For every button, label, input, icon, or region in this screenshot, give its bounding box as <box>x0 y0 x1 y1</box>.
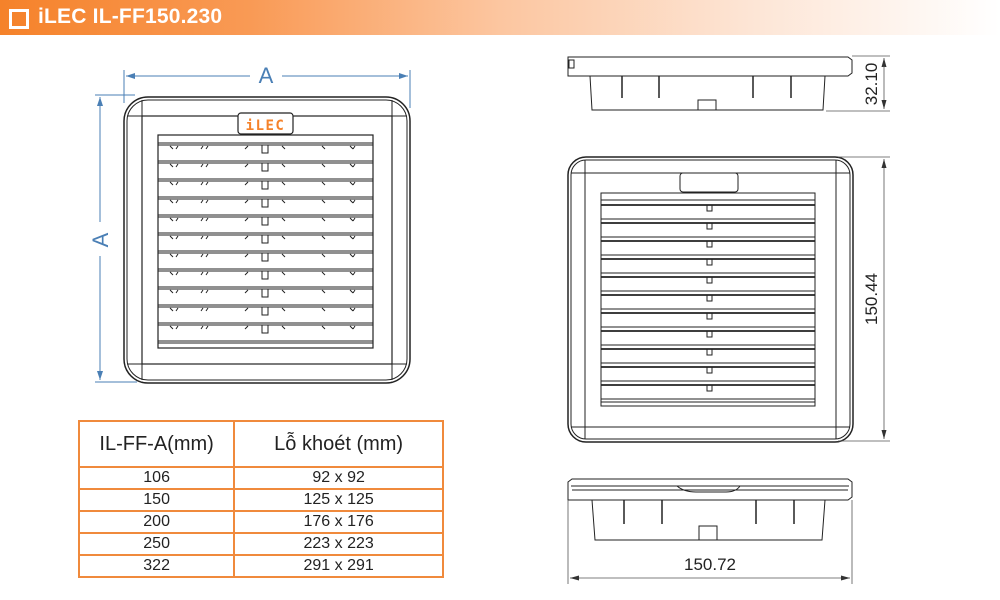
cell-cutout: 176 x 176 <box>233 510 444 534</box>
dimension-height-label: 150.44 <box>862 273 881 325</box>
dimension-a-vertical <box>95 94 137 383</box>
table-header-row: IL-FF-A(mm) Lỗ khoét (mm) <box>77 420 444 468</box>
front-view-left: A A iLEC <box>88 63 411 384</box>
cell-model: 106 <box>77 466 236 490</box>
cell-cutout: 223 x 223 <box>233 532 444 556</box>
dimension-a-horizontal <box>123 70 411 108</box>
dimension-a-width-label: A <box>259 63 274 88</box>
dimension-width-label: 150.72 <box>684 555 736 574</box>
table-row: 200 176 x 176 <box>77 510 444 534</box>
cell-model: 250 <box>77 532 236 556</box>
cell-model: 200 <box>77 510 236 534</box>
cutout-spec-table: IL-FF-A(mm) Lỗ khoét (mm) 106 92 x 92 15… <box>77 420 444 578</box>
cell-model: 322 <box>77 554 236 578</box>
dimension-a-height-label: A <box>88 232 113 247</box>
front-view-right <box>567 156 890 443</box>
cell-cutout: 92 x 92 <box>233 466 444 490</box>
column-header-cutout: Lỗ khoét (mm) <box>233 420 444 468</box>
square-outline-icon <box>9 9 29 29</box>
dimension-depth-label: 32.10 <box>862 63 881 106</box>
page-title: iLEC IL-FF150.230 <box>38 5 223 28</box>
louvers-left <box>158 142 373 344</box>
side-view-bottom <box>567 478 853 584</box>
table-row: 150 125 x 125 <box>77 488 444 512</box>
table-row: 250 223 x 223 <box>77 532 444 556</box>
column-header-model: IL-FF-A(mm) <box>77 420 236 468</box>
table-row: 322 291 x 291 <box>77 554 444 578</box>
ilec-logo: iLEC <box>246 118 286 134</box>
title-bar: iLEC IL-FF150.230 <box>0 0 1000 35</box>
table-row: 106 92 x 92 <box>77 466 444 490</box>
cell-model: 150 <box>77 488 236 512</box>
cell-cutout: 291 x 291 <box>233 554 444 578</box>
cell-cutout: 125 x 125 <box>233 488 444 512</box>
side-view-top <box>567 55 890 112</box>
